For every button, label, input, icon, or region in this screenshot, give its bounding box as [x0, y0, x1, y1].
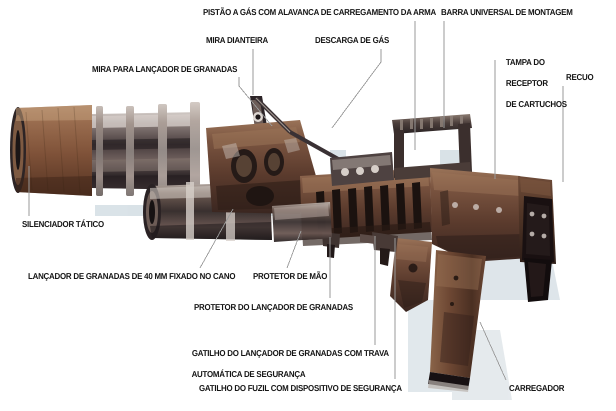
label-barra-universal: BARRA UNIVERSAL DE MONTAGEM — [441, 7, 573, 17]
label-tampa-receptor-line2: RECEPTOR — [505, 77, 548, 88]
barrel-clamp-rings-icon — [96, 102, 200, 196]
label-carregador: CARREGADOR — [509, 383, 565, 393]
label-mira-dianteira: MIRA DIANTEIRA — [206, 35, 268, 45]
magazine-icon — [428, 250, 486, 392]
label-gatilho-lancador-line1: GATILHO DO LANÇADOR DE GRANADAS COM TRAV… — [191, 347, 389, 358]
label-gatilho-lancador: GATILHO DO LANÇADOR DE GRANADAS COM TRAV… — [184, 337, 390, 390]
label-descarga-gas: DESCARGA DE GÁS — [315, 35, 390, 45]
label-lancador-40mm: LANÇADOR DE GRANADAS DE 40 MM FIXADO NO … — [28, 271, 236, 281]
grenade-launcher-icon — [92, 102, 272, 241]
buttstock-icon — [518, 176, 556, 302]
label-gatilho-fuzil: GATILHO DO FUZIL COM DISPOSITIVO DE SEGU… — [199, 383, 402, 393]
receiver-body-icon — [430, 168, 530, 262]
label-gatilho-lancador-line2: AUTOMÁTICA DE SEGURANÇA — [191, 368, 306, 379]
label-recuo: RECUO — [566, 72, 594, 82]
handguard-vents-icon — [316, 182, 422, 235]
label-tampa-receptor-line1: TAMPA DO — [505, 56, 545, 67]
suppressor-tube-icon — [10, 105, 92, 196]
label-protetor-mao: PROTETOR DE MÃO — [253, 271, 328, 281]
label-tampa-receptor-line3: DE CARTUCHOS — [505, 98, 567, 109]
label-protetor-lancador: PROTETOR DO LANÇADOR DE GRANADAS — [194, 302, 353, 312]
trigger-icon — [360, 232, 398, 266]
launcher-guard-icon — [272, 202, 332, 242]
label-silenciador-tatico: SILENCIADOR TÁTICO — [22, 219, 104, 229]
label-mira-lancador: MIRA PARA LANÇADOR DE GRANADAS — [92, 64, 238, 74]
gas-block-assembly-icon — [206, 120, 316, 214]
gas-vent-block-icon — [330, 152, 394, 186]
pistol-grip-icon — [390, 238, 432, 312]
label-tampa-receptor: TAMPA DO RECEPTOR DE CARTUCHOS — [498, 46, 567, 120]
label-pistao-gas: PISTÃO A GÁS COM ALAVANCA DE CARREGAMENT… — [203, 7, 436, 17]
